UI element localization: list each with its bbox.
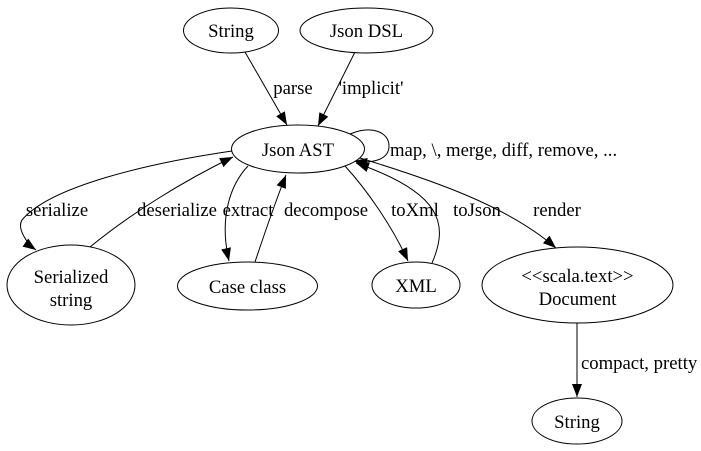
edge-label-deserialize: deserialize [137, 200, 217, 221]
edge-label-render: render [533, 200, 581, 221]
node-json-ast: Json AST [231, 124, 365, 174]
node-scala-text-document-shape [481, 246, 674, 324]
edge-label-parse: parse [273, 78, 312, 99]
node-scala-text-document-label-line1: <<scala.text>> [521, 266, 633, 287]
edge-label-extract: extract [223, 200, 275, 221]
edges-layer: parse 'implicit' map, \, merge, diff, re… [20, 51, 698, 397]
edge-label-self-ops: map, \, merge, diff, remove, ... [390, 140, 617, 161]
node-json-ast-label: Json AST [262, 140, 335, 161]
node-json-dsl-label: Json DSL [330, 21, 403, 42]
edge-serialize-arrow [20, 150, 233, 251]
edge-label-implicit: 'implicit' [339, 78, 404, 99]
edge-decompose-arrow [254, 174, 287, 263]
edge-parse-arrow [244, 51, 288, 126]
node-xml: XML [371, 261, 461, 309]
edge-render-arrow [359, 157, 557, 249]
edge-label-compact-pretty: compact, pretty [581, 353, 698, 374]
node-xml-shape [371, 261, 461, 309]
node-json-ast-shape [231, 124, 365, 174]
edge-label-tojson: toJson [453, 200, 501, 221]
node-serialized-string: Serialized string [6, 244, 136, 326]
node-string-bottom-shape [531, 397, 623, 445]
node-xml-label: XML [395, 276, 437, 297]
node-string-top-shape [183, 7, 279, 54]
edge-label-serialize: serialize [26, 200, 88, 221]
edge-tojson-arrow [355, 162, 440, 264]
edge-label-toxml: toXml [391, 200, 439, 221]
node-json-dsl: Json DSL [299, 7, 434, 54]
node-case-class: Case class [177, 261, 318, 311]
node-json-dsl-shape [299, 7, 434, 54]
node-case-class-shape [177, 261, 318, 311]
nodes-layer: String Json DSL Json AST Serialized stri… [6, 7, 674, 445]
edge-label-decompose: decompose [284, 200, 368, 221]
node-case-class-label: Case class [209, 277, 286, 298]
edge-toxml-arrow [344, 165, 409, 262]
node-scala-text-document-label-line2: Document [539, 289, 618, 310]
node-serialized-string-label-line2: string [50, 290, 93, 311]
node-serialized-string-label-line1: Serialized [34, 267, 109, 288]
node-string-top-label: String [208, 21, 254, 42]
node-string-bottom: String [531, 397, 623, 445]
edge-implicit-arrow [317, 51, 356, 127]
node-serialized-string-shape [6, 244, 136, 326]
edge-extract-arrow [221, 165, 249, 262]
node-string-bottom-label: String [554, 412, 600, 433]
node-scala-text-document: <<scala.text>> Document [481, 246, 674, 324]
edge-deserialize-arrow [89, 156, 234, 248]
node-string-top: String [183, 7, 279, 54]
